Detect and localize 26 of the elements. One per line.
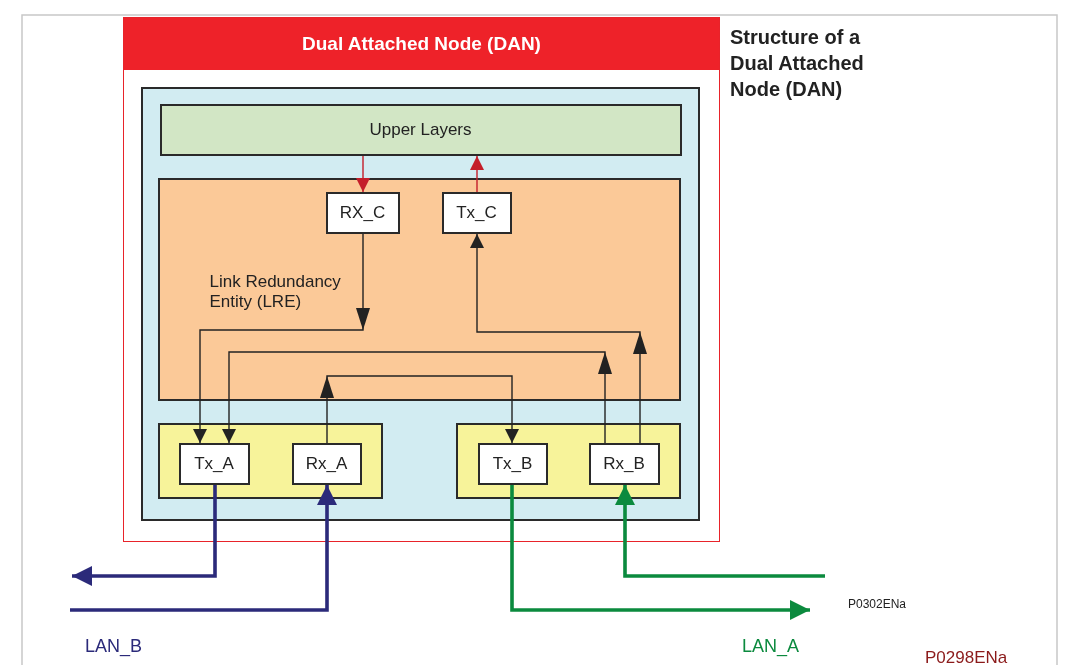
network-label: LAN_A — [742, 636, 800, 657]
port-box — [477, 442, 548, 485]
title: Structure of a Dual Attached Node (DAN) — [730, 25, 865, 102]
header-band: Dual Attached Node (DAN) — [124, 18, 719, 70]
node-label: Tx_B — [491, 452, 534, 475]
network-label: LAN_B — [85, 636, 143, 657]
node-label: Tx_C — [455, 201, 498, 224]
node-label: Rx_B — [602, 452, 646, 475]
figure-code: P0302ENa — [848, 597, 907, 611]
container-box — [140, 86, 700, 521]
node-label: RX_C — [338, 201, 387, 224]
port-box — [441, 191, 512, 234]
port-box — [178, 442, 250, 485]
node-label: Rx_A — [304, 452, 349, 475]
node-frame — [123, 17, 720, 542]
entity-box — [157, 177, 681, 401]
port-group-box — [157, 422, 383, 499]
figure-code: P0298ENa — [925, 648, 1008, 665]
port-group-box — [455, 422, 681, 499]
port-box — [291, 442, 362, 485]
port-box — [588, 442, 660, 485]
node-label: Link Redundancy Entity (LRE) — [209, 271, 342, 312]
node-label: Upper Layers — [368, 118, 473, 141]
layer-box — [159, 103, 682, 156]
port-box — [325, 191, 400, 234]
node-label: Tx_A — [193, 452, 235, 475]
